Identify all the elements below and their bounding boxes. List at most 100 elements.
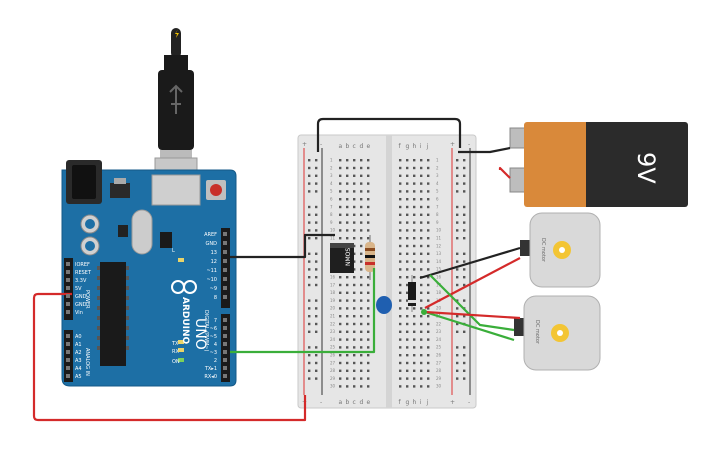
- bb-col-label-bottom: b: [346, 399, 350, 406]
- battery-9v[interactable]: [509, 122, 688, 207]
- bb-row-label-right: 23: [436, 329, 442, 334]
- led-label-l: L: [172, 248, 175, 254]
- bb-row-label-right: 7: [436, 204, 439, 209]
- diode[interactable]: [408, 275, 416, 312]
- rail-plus-label: +: [450, 399, 455, 406]
- rail-minus-label: -: [320, 141, 322, 148]
- analog-pin-label: A5: [75, 374, 82, 380]
- bb-col-label-top: i: [420, 143, 422, 150]
- digital-pin-label: ~5: [210, 334, 217, 340]
- bb-row-label-right: 5: [436, 189, 439, 194]
- motor-label-1: DC motor: [540, 238, 546, 263]
- arduino-brand: ARDUINO: [180, 297, 190, 345]
- bb-row-label-left: 8: [330, 212, 333, 217]
- bb-row-label-right: 14: [436, 259, 442, 264]
- wires: [32, 117, 521, 422]
- analog-pin-label: A0: [75, 334, 82, 340]
- bb-row-label-left: 27: [330, 360, 336, 365]
- digital-pin-label: 13: [211, 250, 217, 256]
- bb-col-label-bottom: a: [339, 399, 343, 406]
- bb-row-label-left: 5: [330, 189, 333, 194]
- bb-row-label-left: 18: [330, 290, 336, 295]
- bb-row-label-right: 20: [436, 306, 442, 311]
- bb-row-label-left: 16: [330, 275, 336, 280]
- digital-pin-label: ~10: [206, 277, 217, 283]
- power-pin-label: GND: [75, 302, 87, 308]
- analog-pin-label: A2: [75, 350, 82, 356]
- bb-row-label-right: 28: [436, 368, 442, 373]
- bb-row-label-left: 23: [330, 329, 336, 334]
- rail-minus-label: -: [468, 399, 470, 406]
- digital-pin-label: ~3: [210, 350, 217, 356]
- usb-symbol-icon: [169, 84, 183, 114]
- analog-pin-label: A4: [75, 366, 82, 372]
- bb-row-label-right: 15: [436, 267, 442, 272]
- digital-pin-label: 7: [214, 318, 217, 324]
- bb-row-label-right: 4: [436, 181, 439, 186]
- bb-row-label-right: 30: [436, 384, 442, 389]
- bb-row-label-right: 2: [436, 165, 439, 170]
- bb-row-label-left: 9: [330, 220, 333, 225]
- bb-col-label-bottom: d: [360, 399, 364, 406]
- transistor-label: NMOS: [345, 248, 352, 266]
- bb-row-label-left: 7: [330, 204, 333, 209]
- digital-pin-label: 12: [211, 259, 217, 265]
- capacitor[interactable]: [376, 296, 392, 314]
- digital-pin-label: ~11: [206, 268, 217, 274]
- analog-pin-label: A1: [75, 342, 82, 348]
- bb-row-label-left: 10: [330, 228, 336, 233]
- led-label-rx: RX: [172, 349, 179, 355]
- bb-col-label-top: h: [413, 143, 417, 150]
- bb-row-label-right: 1: [436, 158, 439, 163]
- bb-row-label-left: 26: [330, 353, 336, 358]
- bb-col-label-bottom: e: [367, 399, 371, 406]
- digital-pin-label: RX◂0: [204, 374, 217, 380]
- rail-plus-label: +: [450, 141, 455, 148]
- usb-bolt-icon: [175, 29, 179, 38]
- bb-row-label-right: 25: [436, 345, 442, 350]
- power-label: POWER: [84, 290, 90, 309]
- power-pin-label: RESET: [75, 270, 92, 276]
- bb-row-label-left: 17: [330, 282, 336, 287]
- bb-row-label-left: 2: [330, 165, 333, 170]
- bb-col-label-top: b: [346, 143, 350, 150]
- breadboard-holes: [308, 159, 466, 388]
- bb-col-label-bottom: j: [426, 399, 429, 406]
- nmos-transistor[interactable]: [330, 243, 354, 273]
- analog-header: [64, 330, 73, 382]
- bb-row-label-left: 11: [330, 236, 336, 241]
- bb-col-label-top: d: [360, 143, 364, 150]
- power-pin-label: GND: [75, 294, 87, 300]
- bb-col-label-bottom: h: [413, 399, 417, 406]
- bb-row-label-left: 24: [330, 337, 336, 342]
- bb-col-label-top: a: [339, 143, 343, 150]
- bb-row-label-right: 29: [436, 376, 442, 381]
- bb-row-label-right: 12: [436, 243, 442, 248]
- power-pin-label: 5V: [75, 286, 82, 292]
- power-pin-label: Vin: [75, 310, 83, 316]
- bb-row-label-left: 28: [330, 368, 336, 373]
- bb-row-label-right: 10: [436, 228, 442, 233]
- dc-motor-2[interactable]: [514, 295, 601, 371]
- bb-row-label-right: 3: [436, 173, 439, 178]
- bb-row-label-right: 9: [436, 220, 439, 225]
- bb-row-label-right: 8: [436, 212, 439, 217]
- atmega-chip: [100, 262, 126, 366]
- bb-row-label-left: 21: [330, 314, 336, 319]
- resistor[interactable]: [365, 235, 375, 280]
- bb-row-label-left: 3: [330, 173, 333, 178]
- bb-row-label-right: 18: [436, 290, 442, 295]
- bb-col-label-top: e: [367, 143, 371, 150]
- dc-motor-1[interactable]: [520, 212, 601, 288]
- rail-plus-label: +: [302, 141, 307, 148]
- bb-row-label-left: 25: [330, 345, 336, 350]
- digital-pin-label: ~6: [210, 326, 217, 332]
- digital-label: DIGITAL (PWM~): [203, 310, 209, 352]
- bb-col-label-bottom: f: [399, 399, 402, 406]
- bb-row-label-left: 1: [330, 158, 333, 163]
- bb-row-label-right: 13: [436, 251, 442, 256]
- bb-col-label-bottom: g: [406, 399, 410, 406]
